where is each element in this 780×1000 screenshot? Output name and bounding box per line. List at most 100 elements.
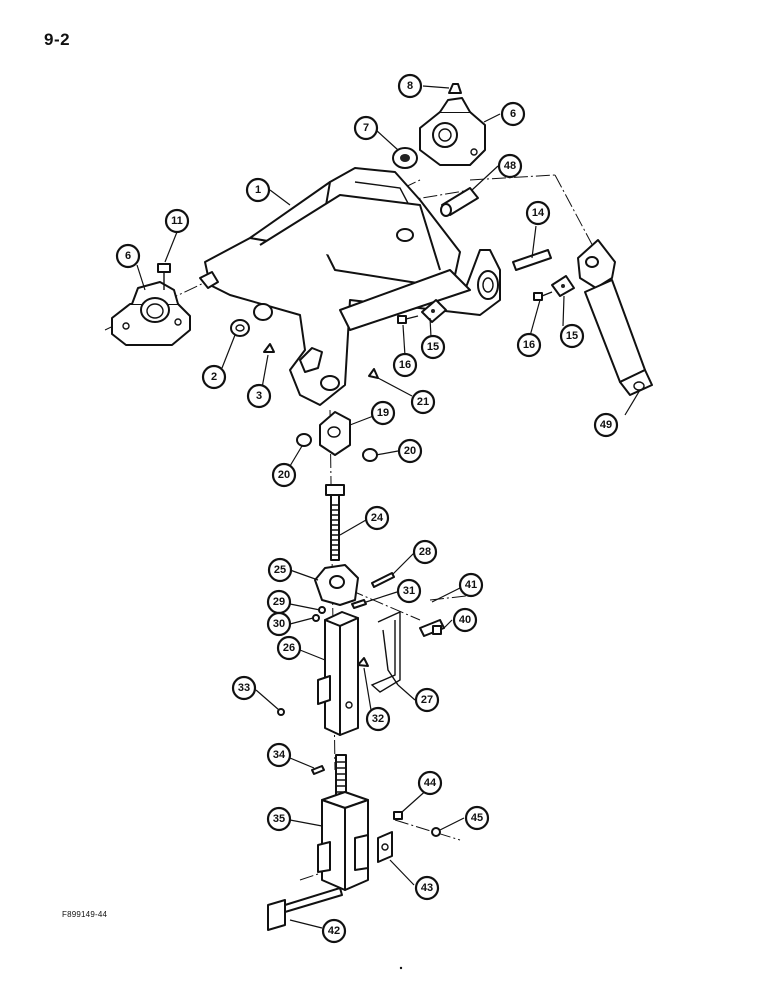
callout-44: 44 <box>417 770 443 796</box>
callout-31: 31 <box>396 578 422 604</box>
svg-text:35: 35 <box>273 813 285 825</box>
callout-33: 33 <box>231 675 257 701</box>
callout-8: 8 <box>397 73 423 99</box>
svg-text:19: 19 <box>377 407 389 419</box>
grease-fitting-8 <box>448 83 462 94</box>
svg-text:21: 21 <box>417 396 429 408</box>
svg-text:16: 16 <box>523 339 535 351</box>
callout-24: 24 <box>364 505 390 531</box>
bolt-40 <box>419 619 445 637</box>
callout-6-left: 6 <box>115 243 141 269</box>
callout-25: 25 <box>267 557 293 583</box>
callout-49: 49 <box>593 412 619 438</box>
callout-48: 48 <box>497 153 523 179</box>
svg-text:31: 31 <box>403 585 415 597</box>
callout-6-right: 6 <box>500 101 526 127</box>
callout-16-left: 16 <box>392 352 418 378</box>
svg-text:7: 7 <box>363 122 369 134</box>
grease-fitting-21 <box>368 368 379 379</box>
grease-fitting-32 <box>357 657 369 667</box>
svg-text:27: 27 <box>421 694 433 706</box>
page-number: 9-2 <box>44 30 71 49</box>
svg-text:43: 43 <box>421 882 433 894</box>
callout-11: 11 <box>164 208 190 234</box>
figure-code: F899149-44 <box>62 910 108 919</box>
callout-7: 7 <box>353 115 379 141</box>
nut-45 <box>431 827 441 837</box>
callout-21: 21 <box>410 389 436 415</box>
svg-text:15: 15 <box>566 330 578 342</box>
lock-plate-15-left <box>421 299 447 323</box>
pin-48 <box>440 187 479 217</box>
bolt-16-right <box>533 291 553 301</box>
callout-20-left: 20 <box>271 462 297 488</box>
pillow-block-right <box>419 97 486 166</box>
callout-40: 40 <box>452 607 478 633</box>
callout-1: 1 <box>245 177 271 203</box>
svg-text:15: 15 <box>427 341 439 353</box>
callout-41: 41 <box>458 572 484 598</box>
main-frame <box>199 167 501 406</box>
svg-text:30: 30 <box>273 618 285 630</box>
bolt-16-left <box>397 315 419 324</box>
callout-3: 3 <box>246 383 272 409</box>
swivel-block-19 <box>319 411 351 456</box>
callout-20-right: 20 <box>397 438 423 464</box>
pillow-block-left <box>111 281 191 346</box>
svg-text:6: 6 <box>510 108 516 120</box>
hydraulic-cylinder-49 <box>577 239 653 396</box>
svg-text:42: 42 <box>328 925 340 937</box>
callout-45: 45 <box>464 805 490 831</box>
svg-text:33: 33 <box>238 682 250 694</box>
svg-text:14: 14 <box>532 207 545 219</box>
callout-42: 42 <box>321 918 347 944</box>
svg-text:44: 44 <box>424 777 437 789</box>
spring-clip-27 <box>370 610 401 693</box>
bushing-2 <box>230 319 250 337</box>
svg-text:3: 3 <box>256 390 262 402</box>
bolt-11 <box>157 263 171 290</box>
callout-19: 19 <box>370 400 396 426</box>
svg-text:34: 34 <box>273 749 286 761</box>
svg-text:32: 32 <box>372 713 384 725</box>
grease-fitting-3 <box>263 343 275 353</box>
callout-14: 14 <box>525 200 551 226</box>
pin-28 <box>371 572 395 588</box>
callout-29: 29 <box>266 589 292 615</box>
callout-26: 26 <box>276 635 302 661</box>
svg-text:2: 2 <box>211 371 217 383</box>
svg-text:6: 6 <box>125 250 131 262</box>
svg-text:20: 20 <box>404 445 416 457</box>
svg-text:20: 20 <box>278 469 290 481</box>
bushing-20-left <box>296 433 312 447</box>
svg-text:41: 41 <box>465 579 477 591</box>
svg-text:48: 48 <box>504 160 516 172</box>
callout-32: 32 <box>365 706 391 732</box>
screw-33 <box>277 708 285 716</box>
callout-43: 43 <box>414 875 440 901</box>
leader-lines <box>136 85 641 929</box>
bushing-7 <box>392 147 418 169</box>
callout-35: 35 <box>266 806 292 832</box>
bolt-44 <box>393 811 403 820</box>
svg-text:11: 11 <box>171 215 183 227</box>
callout-27: 27 <box>414 687 440 713</box>
svg-text:25: 25 <box>274 564 286 576</box>
svg-text:29: 29 <box>273 596 285 608</box>
svg-text:8: 8 <box>407 80 413 92</box>
svg-text:49: 49 <box>600 419 612 431</box>
callout-15-right: 15 <box>559 323 585 349</box>
callout-16-right: 16 <box>516 332 542 358</box>
svg-text:1: 1 <box>255 184 261 196</box>
callout-2: 2 <box>201 364 227 390</box>
callout-30: 30 <box>266 611 292 637</box>
callout-15-left: 15 <box>420 334 446 360</box>
clevis-pin-42 <box>267 887 343 931</box>
washer-43 <box>377 831 393 863</box>
square-tube-26 <box>317 611 359 736</box>
page-speck <box>399 966 403 970</box>
svg-text:28: 28 <box>419 546 431 558</box>
bushing-20-right <box>362 448 378 462</box>
svg-text:45: 45 <box>471 812 483 824</box>
